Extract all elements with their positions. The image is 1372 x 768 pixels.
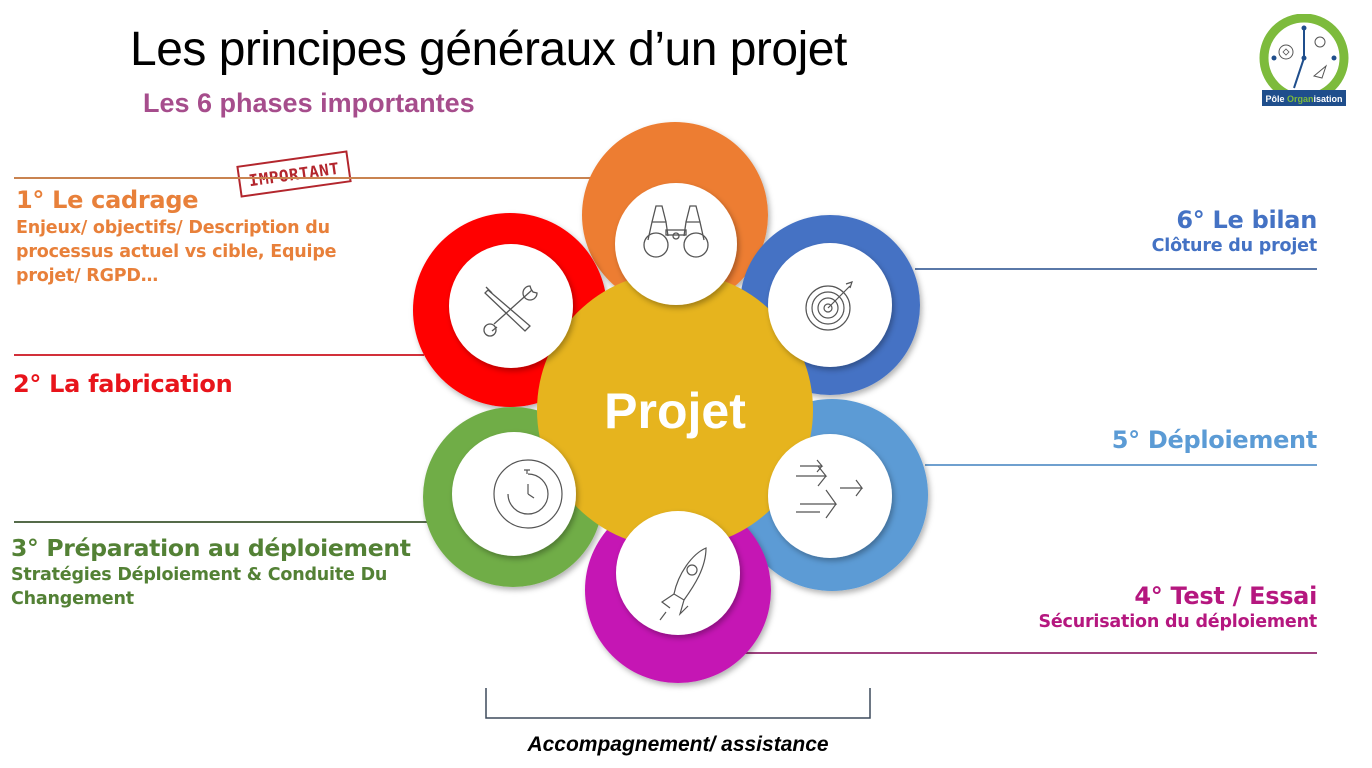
phase-2-title: 2° La fabrication [13,370,233,398]
stopwatch-icon [493,459,563,529]
rocket-icon [659,547,707,621]
phase-6-ring [740,215,920,395]
phase-1-block: 1° Le cadrage Enjeux/ objectifs/ Descrip… [16,186,386,288]
phase-3-block: 3° Préparation au déploiement Stratégies… [11,534,441,611]
center-circle [537,272,813,548]
center-label: Projet [604,383,746,439]
logo-emblem-icon: Pôle Organisation [1259,14,1349,106]
phase-5-ring [736,399,928,591]
phase-2-block: 2° La fabrication [13,370,233,398]
target-icon [805,281,853,331]
arrows-forward-icon [796,459,864,519]
pole-organisation-logo: Pôle Organisation [1256,14,1352,110]
phase-5-connector-line [925,464,1317,466]
phase-6-title: 6° Le bilan [1176,206,1317,234]
phase-3-ring [423,407,603,587]
svg-text:Pôle Organisation: Pôle Organisation [1265,94,1342,104]
phase-2-connector-line [14,354,424,356]
phase-4-ring [585,497,771,683]
phase-4-block: 4° Test / Essai Sécurisation du déploiem… [1038,582,1317,634]
phase-5-block: 5° Déploiement [1111,426,1318,454]
phase-rings [413,122,928,683]
support-label: Accompagnement/ assistance [527,733,829,756]
phase-5-title: 5° Déploiement [1111,426,1318,454]
binoculars-icon [643,205,709,258]
phase-6-block: 6° Le bilan Clôture du projet [1151,206,1318,258]
phase-3-title: 3° Préparation au déploiement [11,534,411,562]
phase-3-description: Stratégies Déploiement & Conduite Du Cha… [11,565,388,609]
phase-1-title: 1° Le cadrage [16,186,199,214]
phase-3-connector-line [14,521,434,523]
phase-4-title: 4° Test / Essai [1134,582,1317,610]
tools-icon [483,285,538,337]
phase-1-ring [582,122,768,308]
phase-1-description: Enjeux/ objectifs/ Description du proces… [16,218,337,286]
phase-4-description: Sécurisation du déploiement [1038,612,1317,632]
phase-1-connector-line [14,177,594,179]
page-title: Les principes généraux d’un projet [130,23,847,76]
phase-6-description: Clôture du projet [1151,236,1318,256]
support-bracket [485,688,871,719]
phase-4-connector-line [745,652,1317,654]
phase-2-ring [413,213,607,407]
page-subtitle: Les 6 phases importantes [143,88,475,118]
phase-6-connector-line [915,268,1317,270]
